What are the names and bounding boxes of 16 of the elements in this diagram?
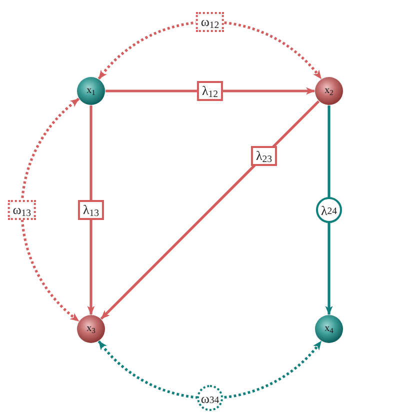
edge-label: ω$_{13}$ (8, 200, 36, 220)
edge-label: ω$_{12}$ (196, 12, 224, 32)
dotted-double-headed-arrow (98, 20, 322, 80)
edge-label: λ$_{12}$ (196, 81, 224, 101)
arrow (106, 87, 315, 95)
arrow (87, 106, 95, 315)
node-label: x$_{2}$ (324, 86, 334, 96)
arrow (325, 106, 333, 315)
dotted-double-headed-arrow (20, 98, 80, 322)
edge-label: λ$_{23}$ (250, 146, 278, 166)
node-label: x$_{1}$ (86, 86, 96, 96)
dotted-double-headed-arrow (98, 340, 322, 400)
arrow (100, 100, 320, 320)
node-label: x$_{4}$ (324, 324, 334, 334)
node-label: x$_{3}$ (86, 324, 96, 334)
edge-label: λ$_{13}$ (78, 200, 104, 220)
